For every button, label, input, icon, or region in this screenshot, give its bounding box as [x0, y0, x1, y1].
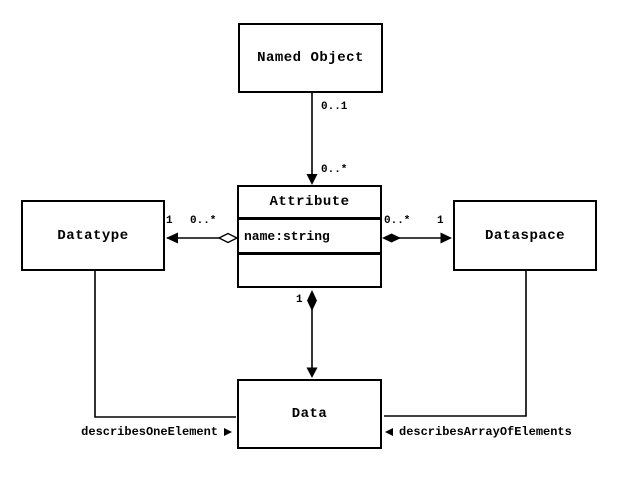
association-name-describes-one-element: describesOneElement: [81, 425, 232, 439]
class-dataspace: Dataspace: [453, 200, 597, 271]
association-name-describes-array-of-elements: describesArrayOfElements: [385, 425, 572, 439]
class-name: Named Object: [257, 50, 364, 66]
multiplicity-label-namedobject-end: 0..1: [321, 101, 348, 113]
multiplicity-label-attribute-top-end: 0..*: [321, 164, 348, 176]
class-attributes-compartment: name:string: [239, 217, 380, 252]
filled-diamond-at-attribute-bottom: [307, 290, 317, 311]
right-triangle-icon: [224, 428, 232, 436]
class-attribute: Attribute name:string: [237, 185, 382, 288]
class-data: Data: [237, 379, 382, 449]
association-name-label: describesArrayOfElements: [399, 425, 572, 439]
arrowhead-into-data-top: [306, 367, 318, 378]
multiplicity-label-datatype-end: 1: [166, 215, 173, 227]
arrowhead-into-dataspace: [440, 232, 452, 244]
class-title-compartment: Attribute: [239, 187, 380, 217]
class-name: Datatype: [57, 227, 129, 244]
multiplicity-label-attribute-left-end: 0..*: [190, 215, 217, 227]
arrowhead-into-datatype: [166, 232, 178, 244]
association-name-label: describesOneElement: [81, 425, 218, 439]
attribute-row: name:string: [244, 228, 330, 244]
multiplicity-label-dataspace-end: 1: [437, 215, 444, 227]
arrowhead-into-attribute-top: [306, 174, 318, 185]
class-name: Data: [291, 406, 328, 422]
class-datatype: Datatype: [21, 200, 165, 271]
filled-diamond-at-attribute-right: [382, 233, 401, 243]
hollow-diamond-at-attribute-left: [217, 232, 239, 244]
class-name: Attribute: [269, 194, 350, 210]
edge-datatype-data: [94, 270, 236, 418]
multiplicity-label-attribute-right-end: 0..*: [384, 215, 411, 227]
class-named-object: Named Object: [238, 23, 383, 93]
edge-dataspace-data: [384, 270, 527, 417]
class-operations-compartment: [239, 252, 380, 286]
multiplicity-label-attribute-bottom-end: 1: [296, 294, 303, 306]
class-name: Dataspace: [484, 227, 566, 244]
left-triangle-icon: [385, 428, 393, 436]
